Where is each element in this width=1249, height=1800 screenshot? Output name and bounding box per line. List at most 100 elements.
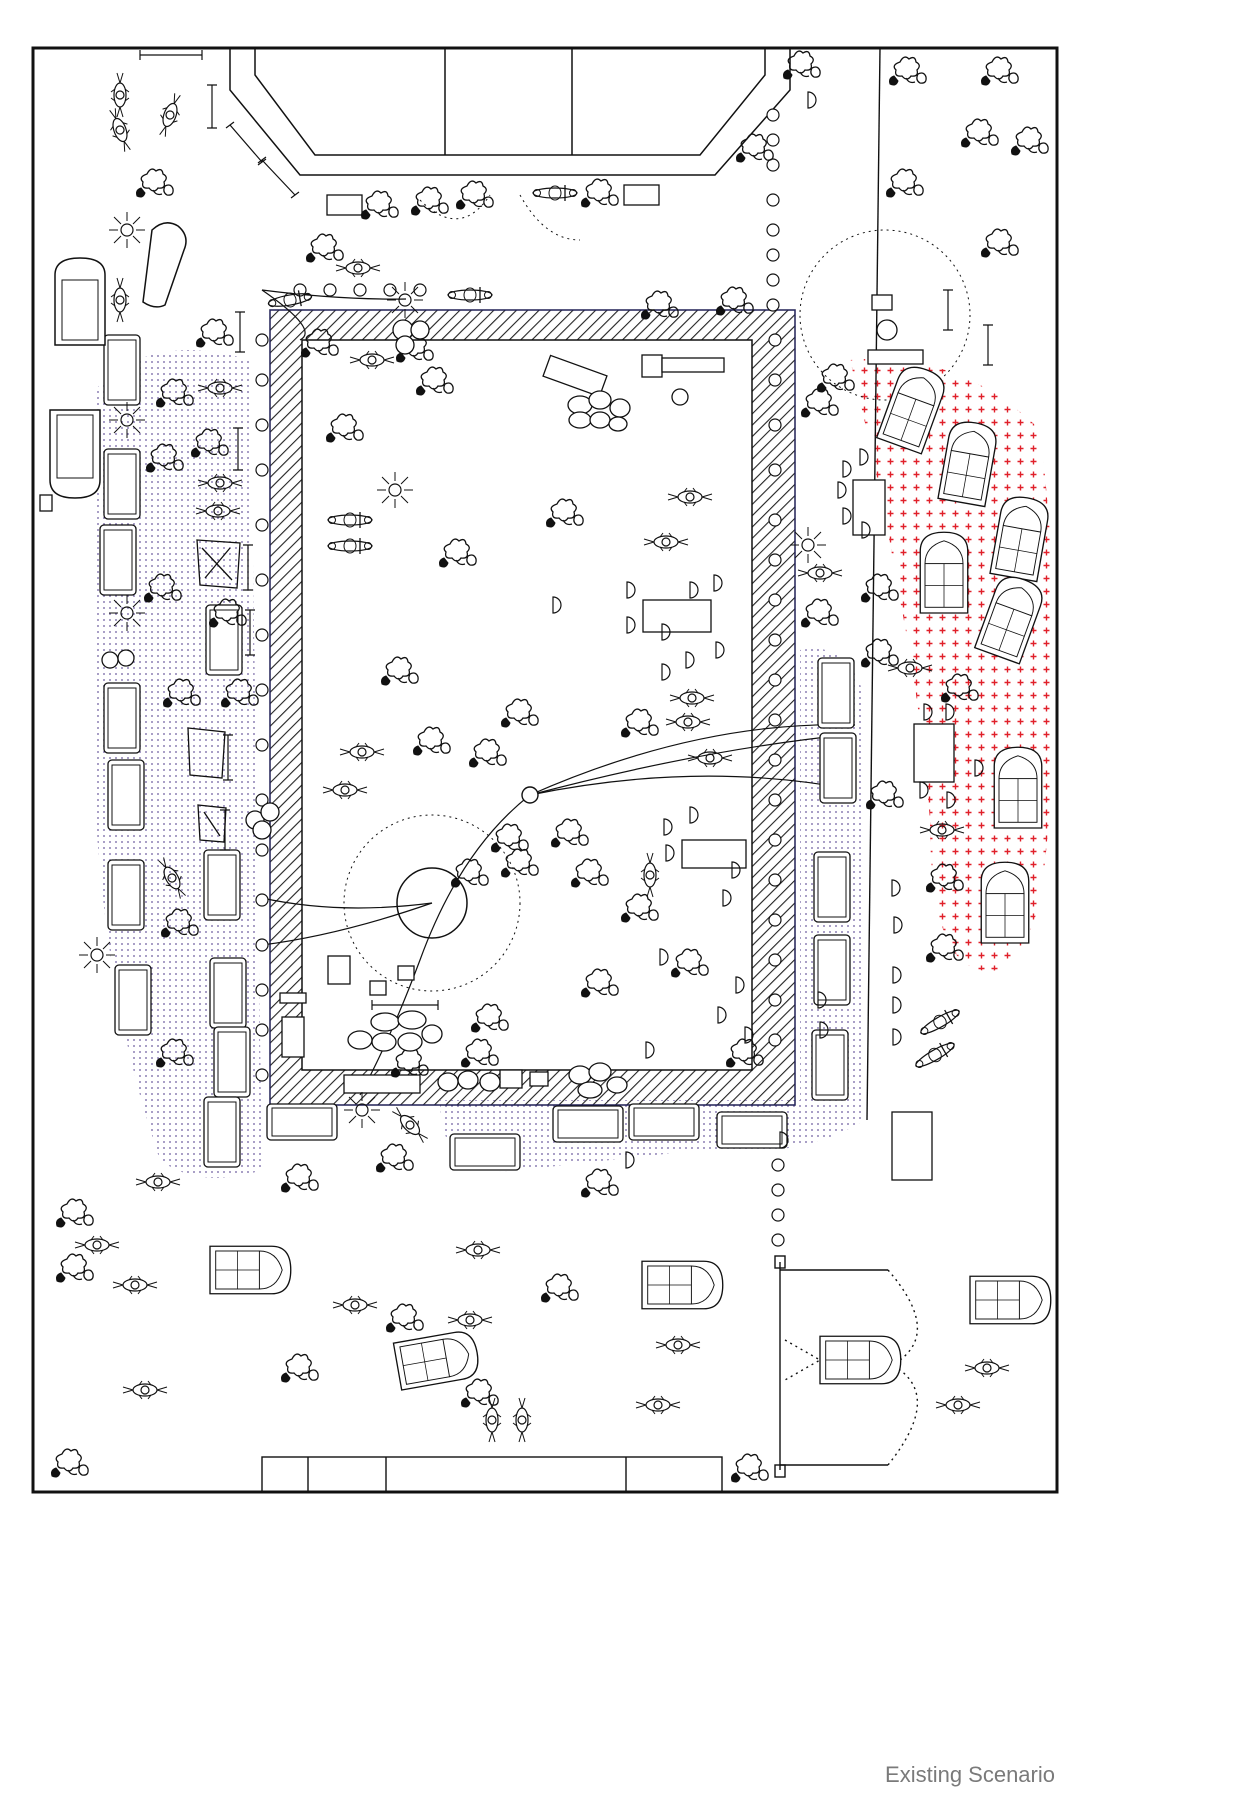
stool-icon [893, 916, 903, 934]
bollard-icon [771, 1158, 785, 1172]
tree-icon [325, 413, 364, 443]
bollard-icon [768, 713, 782, 727]
person-icon [74, 1235, 120, 1255]
motorbike-icon [327, 511, 373, 529]
tree-icon [580, 1168, 619, 1198]
tree-icon [380, 656, 419, 686]
tree-icon [375, 1143, 414, 1173]
tree-canopy-outline [799, 229, 971, 401]
bollard-icon [766, 133, 780, 147]
tree-icon [438, 538, 477, 568]
tree-icon [865, 780, 904, 810]
stool-icon [842, 460, 852, 478]
motorbike-icon [447, 286, 493, 304]
bollard-icon [766, 248, 780, 262]
tree-icon [500, 698, 539, 728]
person-icon [512, 1397, 532, 1443]
person-icon [964, 1358, 1010, 1378]
bollard-icon [768, 753, 782, 767]
motorbike-icon [916, 1003, 964, 1041]
person-icon [669, 688, 715, 708]
bollard-icon [768, 873, 782, 887]
bollard-icon [255, 333, 269, 347]
tree-icon [620, 708, 659, 738]
stool-icon [626, 581, 636, 599]
tree-icon [670, 948, 709, 978]
person-icon [667, 487, 713, 507]
tree-icon [550, 818, 589, 848]
person-icon [335, 258, 381, 278]
dimension-markers [139, 50, 993, 1010]
string-lights [261, 289, 856, 1096]
car-icon [817, 657, 855, 729]
bollard-icon [768, 373, 782, 387]
car-icon [449, 1133, 521, 1171]
person-icon [339, 742, 385, 762]
streetlight-icon [343, 1091, 381, 1129]
tree-icon [800, 598, 839, 628]
tree-icon [860, 573, 899, 603]
stool-icon [689, 581, 699, 599]
person-icon [103, 105, 137, 155]
bollard-icon [766, 158, 780, 172]
bollard-icon [768, 418, 782, 432]
car-icon [103, 682, 141, 754]
tree-icon [360, 190, 399, 220]
car-icon [203, 849, 241, 921]
rickshaw-icon [993, 746, 1043, 829]
person-icon [110, 277, 130, 323]
rickshaw-icon [209, 1245, 292, 1295]
gate-swing [419, 194, 491, 220]
streetlight-icon [789, 526, 827, 564]
person-icon [797, 563, 843, 583]
streetlight-icon [386, 281, 424, 319]
streetlight-icon [108, 211, 146, 249]
top-building [229, 48, 791, 176]
bollard-icon [255, 373, 269, 387]
car-icon [114, 964, 152, 1036]
person-icon [322, 780, 368, 800]
bollard-icon [255, 893, 269, 907]
bollard-icon [768, 553, 782, 567]
bollard-icon [768, 1033, 782, 1047]
stool-icon [892, 1028, 902, 1046]
stool-icon [807, 91, 817, 109]
tree-icon [500, 848, 539, 878]
stool-icon [626, 616, 636, 634]
tree-icon [580, 178, 619, 208]
stool-icon [859, 448, 869, 466]
bollard-icon [255, 938, 269, 952]
person-icon [387, 1102, 433, 1148]
tree-icon [460, 1038, 499, 1068]
bollard-icon [768, 463, 782, 477]
tree-icon [135, 168, 174, 198]
car-icon [628, 1103, 700, 1141]
stool-icon [645, 1041, 655, 1059]
bollard-icon [383, 283, 397, 297]
central-tree-ring [396, 867, 468, 939]
bollard-icon [768, 633, 782, 647]
car-icon [107, 759, 145, 831]
bollard-icon [768, 673, 782, 687]
tree-icon [545, 498, 584, 528]
rickshaw-icon [392, 1328, 482, 1391]
tree-icon [385, 1303, 424, 1333]
person-icon [640, 852, 660, 898]
tree-icon [960, 118, 999, 148]
person-icon [332, 1295, 378, 1315]
motorbike-icon [327, 537, 373, 555]
bollard-icon [768, 513, 782, 527]
tree-icon [280, 1163, 319, 1193]
tree-canopy-outline [343, 814, 521, 992]
bollard-icon [323, 283, 337, 297]
car-icon [103, 334, 141, 406]
car-icon [813, 851, 851, 923]
bollard-icon [255, 983, 269, 997]
rickshaw-icon [641, 1260, 724, 1310]
car-icon [99, 524, 137, 596]
stool-icon [892, 996, 902, 1014]
bollard-icon [353, 283, 367, 297]
stool-icon [735, 976, 745, 994]
bollard-icon [768, 953, 782, 967]
